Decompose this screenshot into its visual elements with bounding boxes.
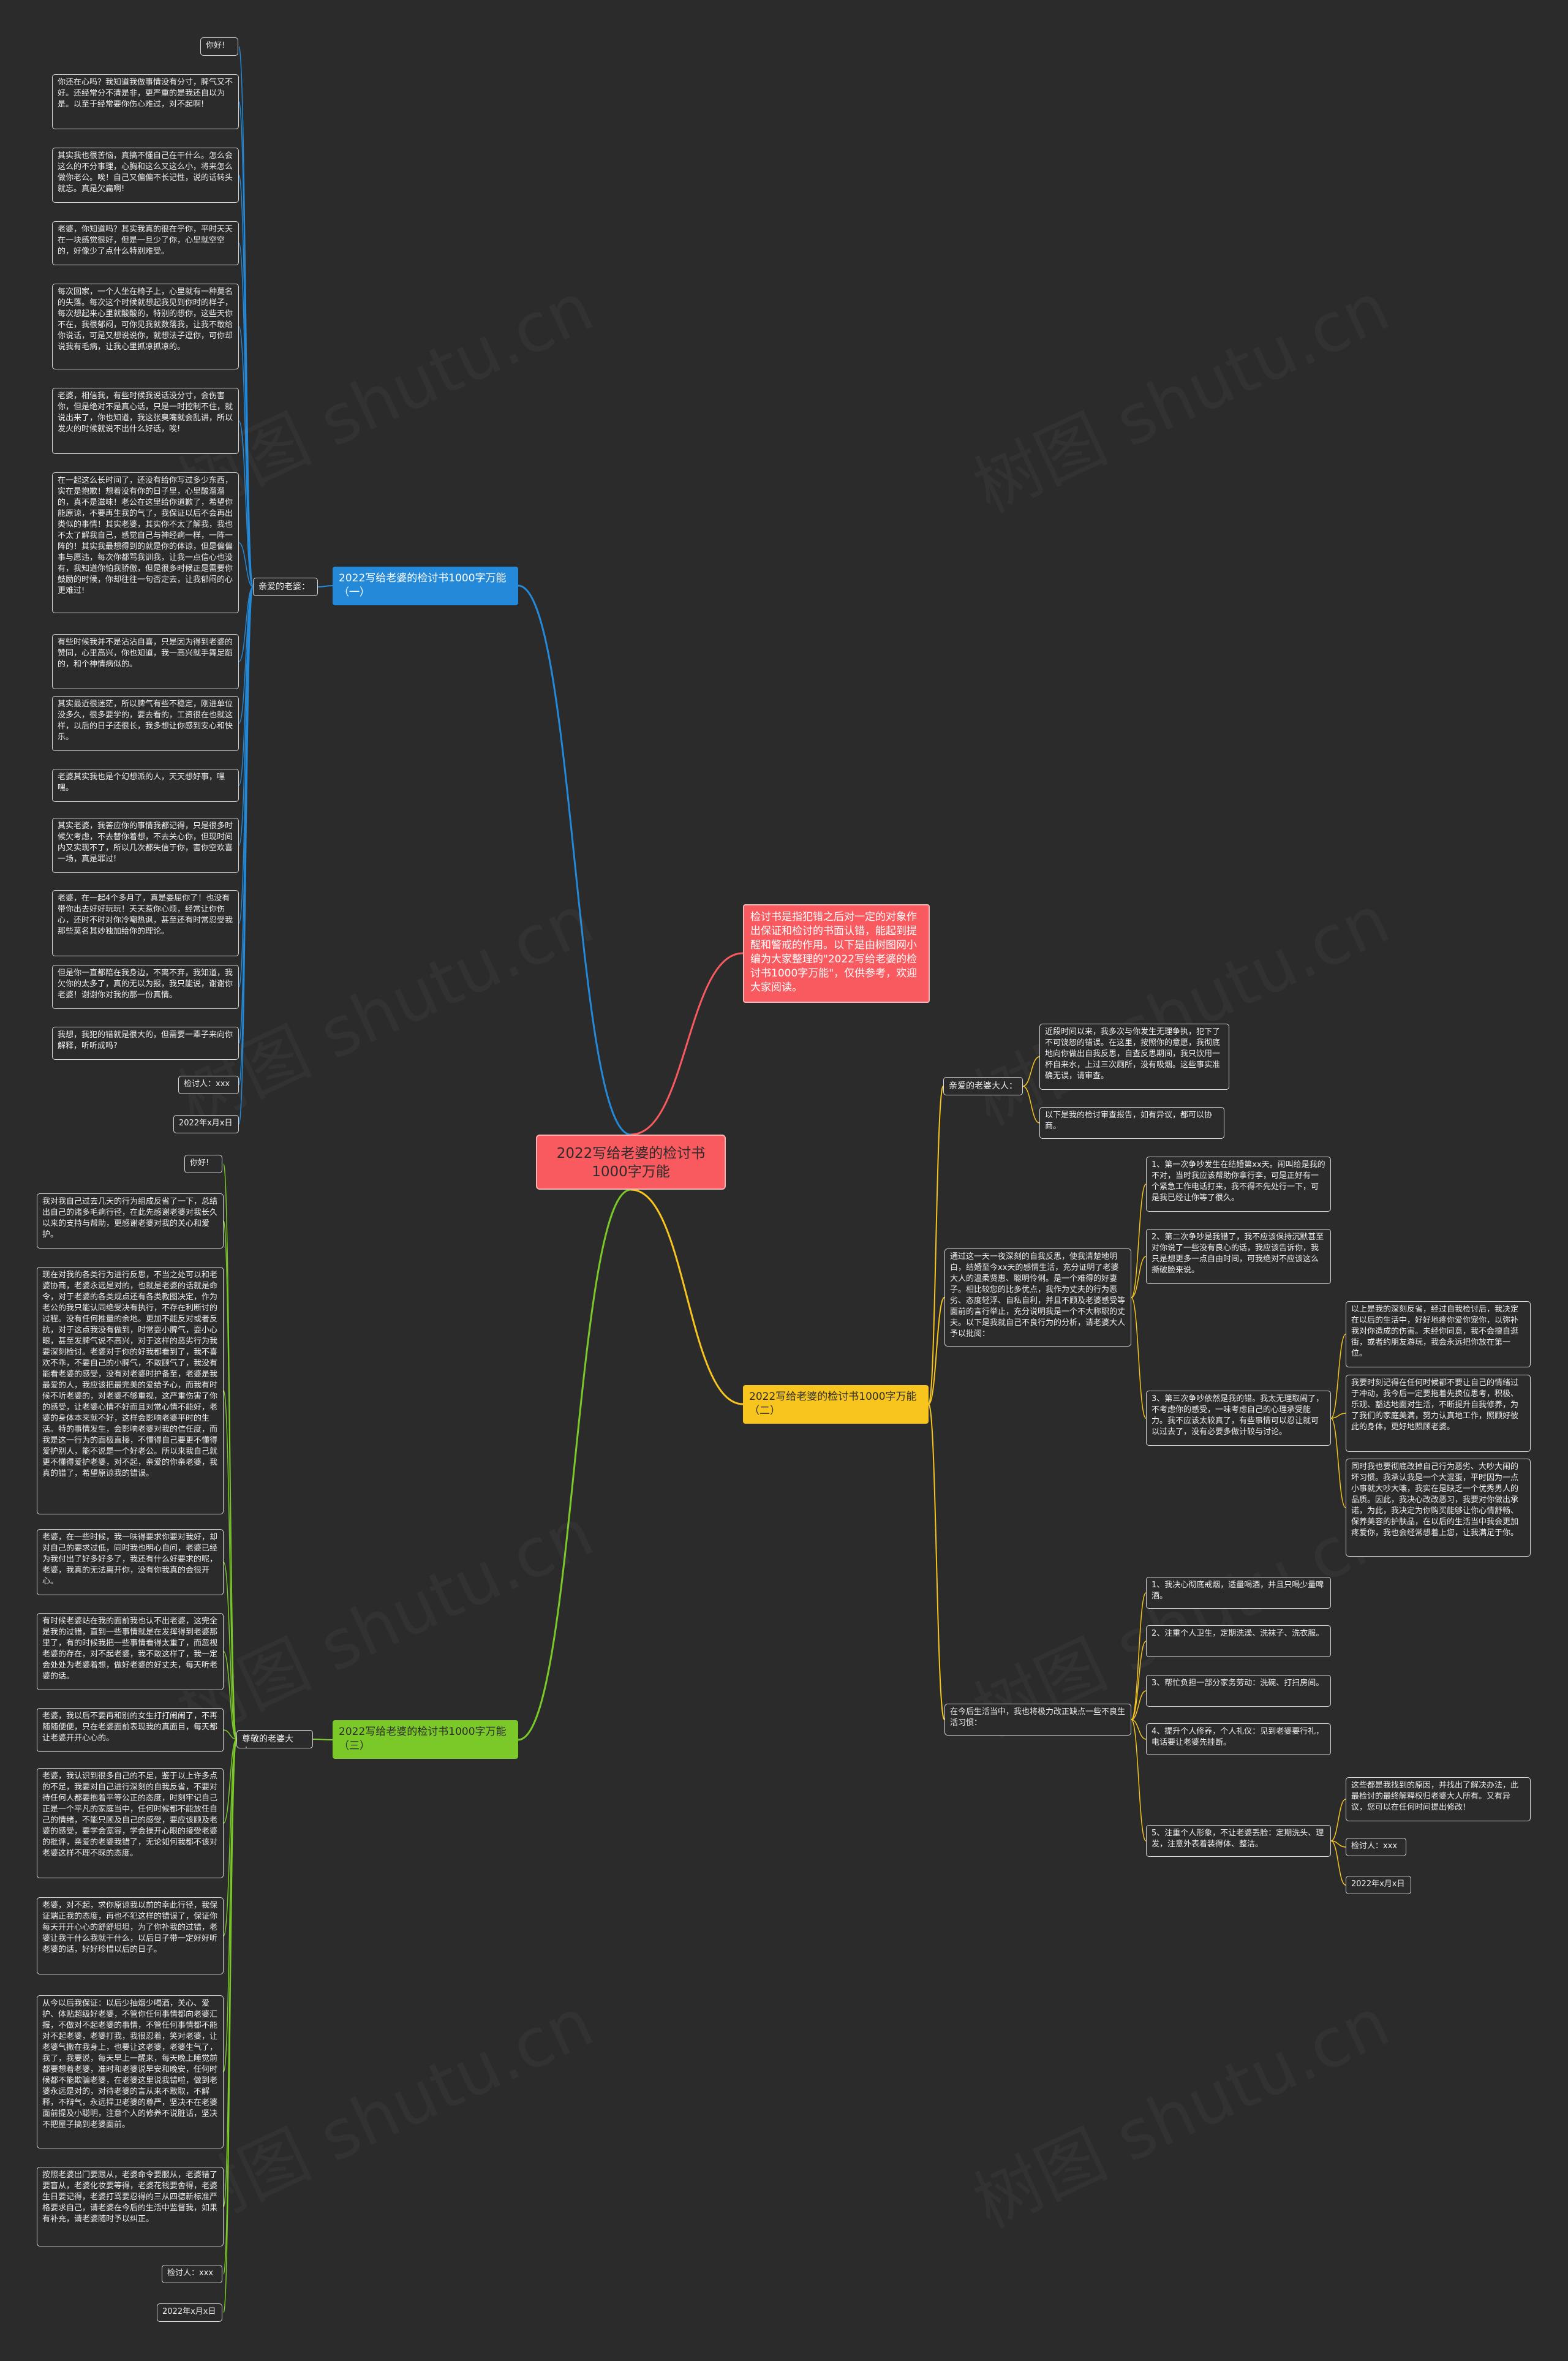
branch-3-topic[interactable]: 2022写给老婆的检讨书1000字万能（三） (333, 1720, 518, 1759)
branch-1-item[interactable]: 老婆，你知道吗？其实我真的很在乎你，平时天天在一块感觉很好，但是一旦少了你，心里… (52, 221, 239, 265)
connector (223, 1390, 237, 1740)
connector (1330, 1840, 1346, 1886)
connector (223, 1220, 237, 1740)
connector (238, 542, 254, 587)
connector (1330, 1334, 1346, 1419)
branch-2-closing[interactable]: 这些都是我找到的原因，并找出了解决办法，此最检讨的最终解释权归老婆大人所有。又有… (1346, 1777, 1531, 1821)
branch-3-item[interactable]: 我对我自己过去几天的行为组成反省了一下，总结出自己的诸多毛病行径，在此先感谢老婆… (37, 1193, 224, 1248)
branch-1-item[interactable]: 其实老婆，我答应你的事情我都记得，只是很多时候欠考虑，不去替你着想，不去关心你，… (52, 818, 239, 873)
branch-2-reflection-detail[interactable]: 同时我也要彻底改掉自己行为恶劣、大吵大闹的坏习惯。我承认我是一个大混蛋，平时因为… (1346, 1459, 1531, 1557)
connector (1330, 1413, 1346, 1419)
connector (1131, 1719, 1147, 1740)
branch-2-habit[interactable]: 4、提升个人修养，个人礼仪：见到老婆要行礼，电话要让老婆先挂断。 (1146, 1723, 1331, 1755)
branch-2-reflection-detail[interactable]: 以上是我的深刻反省，经过自我检讨后，我决定在以后的生活中，好好地疼你爱你宠你，以… (1346, 1301, 1531, 1367)
connector (1131, 1297, 1147, 1419)
branch-1-item[interactable]: 其实我也很苦恼，真搞不懂自己在干什么。怎么会这么的不分事理，心胸和这么又这么小，… (52, 148, 239, 203)
connector (223, 1739, 237, 1936)
branch-2-habit[interactable]: 1、我决心彻底戒烟，适量喝酒，并且只喝少量啤酒。 (1146, 1577, 1331, 1609)
branch-1-item[interactable]: 有些时候我并不是沾沾自喜，只是因为得到老婆的赞同，心里高兴，你也知道，我一高兴就… (52, 634, 239, 689)
connector (238, 326, 254, 587)
branch-2-topic[interactable]: 2022写给老婆的检讨书1000字万能（二） (743, 1385, 929, 1424)
branch-3-item[interactable]: 老婆，对不起，求你原谅我以前的幸此行径，我保证端正我的态度，再也不犯这样的错误了… (37, 1897, 224, 1974)
branch-2-item[interactable]: 近段时间以来，我多次与你发生无理争执，犯下了不可饶恕的错误。在这里，按照你的意愿… (1039, 1024, 1229, 1090)
branch-1-item[interactable]: 每次回家，一个人坐在椅子上，心里就有一种莫名的失落。每次这个时候就想起我见到你时… (52, 284, 239, 369)
branch-1-salutation[interactable]: 亲爱的老婆： (253, 578, 318, 596)
branch-3-date[interactable]: 2022年x月x日 (157, 2303, 222, 2322)
branch-1-item[interactable]: 老婆，相信我，有些时候我说话没分寸，会伤害你，但是绝对不是真心话，只是一时控制不… (52, 388, 239, 454)
connector (928, 1403, 945, 1720)
branch-1-item[interactable]: 在一起这么长时间了，还没有给你写过多少东西，实在是抱歉！想着没有你的日子里，心里… (52, 472, 239, 613)
branch-3-greeting[interactable]: 你好! (184, 1155, 222, 1173)
central-topic[interactable]: 2022写给老婆的检讨书1000字万能 (536, 1135, 726, 1190)
branch-3-item[interactable]: 老婆，我认识到很多自己的不足，鉴于以上许多点的不足，我要对自己进行深刻的自我反省… (37, 1768, 224, 1878)
connector (630, 952, 744, 1136)
connector (1330, 1418, 1346, 1508)
connector (238, 586, 254, 724)
branch-3-item[interactable]: 从今以后我保证：以后少抽烟少喝酒，关心、爱护、体贴超级好老婆，不管你任何事情都向… (37, 1995, 224, 2148)
connector (928, 1086, 944, 1405)
connector (928, 1297, 945, 1405)
connector (1131, 1184, 1147, 1298)
branch-1-item[interactable]: 你还在心吗？我知道我做事情没有分寸，脾气又不好。还经常分不清是非，更严重的是我还… (52, 74, 239, 129)
connector (238, 420, 254, 587)
branch-3-salutation[interactable]: 尊敬的老婆大人： (236, 1730, 313, 1748)
connector (1022, 1086, 1040, 1124)
branch-1-greeting[interactable]: 你好! (200, 37, 238, 56)
branch-1-item[interactable]: 我想，我犯的错就是很大的，但需要一辈子来向你解释，听听成吗? (52, 1027, 239, 1060)
connector (238, 586, 254, 662)
connector (1330, 1840, 1346, 1848)
branch-2-quarrel[interactable]: 2、第二次争吵是我错了，我不应该保持沉默甚至对你说了一些没有良心的话，我应该告诉… (1146, 1229, 1331, 1284)
connector (317, 585, 333, 587)
connector (1330, 1799, 1346, 1842)
branch-2-habit[interactable]: 5、注重个人形象，不让老婆丢脸：定期洗头、理发，注意外表着装得体、整洁。 (1146, 1825, 1331, 1857)
connector (223, 1729, 237, 1740)
connector (1131, 1719, 1147, 1842)
branch-2-reflection[interactable]: 通过这一天一夜深刻的自我反思，使我清楚地明白，结婚至今xx天的感情生活，充分证明… (944, 1248, 1131, 1347)
branch-3-item[interactable]: 老婆，在一些时候，我一味得要求你要对我好，却对自己的要求过低，同时我也明心自问，… (37, 1529, 224, 1595)
connector (238, 175, 254, 587)
connector (1131, 1592, 1147, 1720)
branch-2-quarrel[interactable]: 1、第一次争吵发生在结婚第xx天。闹叫给是我的不对，当时我应该帮助你拿行李，可是… (1146, 1157, 1331, 1212)
branch-2-quarrel[interactable]: 3、第三次争吵依然是我的错。我太无理取闹了，不考虑你的感受，一味考虑自己的心理承… (1146, 1391, 1331, 1446)
branch-3-item[interactable]: 有时候老婆站在我的面前我也认不出老婆，这完全是我的过错，直到一些事情就是在发挥得… (37, 1613, 224, 1690)
branch-1-item[interactable]: 老婆其实我也是个幻想派的人，天天想好事，嘿嘿。 (52, 769, 239, 802)
connector (1131, 1641, 1147, 1720)
branch-1-date[interactable]: 2022年x月x日 (173, 1115, 239, 1133)
connector (1022, 1056, 1040, 1087)
branch-1-signature[interactable]: 检讨人：xxx (178, 1076, 239, 1094)
connector (518, 1188, 631, 1741)
branch-3-item[interactable]: 按照老婆出门要跟从，老婆命令要服从，老婆错了要盲从，老婆化妆要等得，老婆花钱要舍… (37, 2167, 224, 2246)
branch-2-signature[interactable]: 检讨人：xxx (1346, 1838, 1406, 1856)
branch-2-habit[interactable]: 3、帮忙负担一部分家务劳动：洗碗、打扫房间。 (1146, 1675, 1331, 1707)
connector (223, 1739, 237, 2313)
branch-1-item[interactable]: 其实最近很迷茫，所以脾气有些不稳定，刚进单位没多久，很多要学的，要去看的，工资很… (52, 696, 239, 751)
branch-1-item[interactable]: 老婆，在一起4个多月了，真是委屈你了！也没有带你出去好好玩玩！天天惹你心烦，经常… (52, 890, 239, 956)
connector (1131, 1256, 1147, 1298)
intro-topic[interactable]: 检讨书是指犯错之后对一定的对象作出保证和检讨的书面认错，能起到提醒和警戒的作用。… (743, 904, 930, 1003)
branch-2-item[interactable]: 以下是我的检讨审查报告，如有异议，都可以协商。 (1039, 1107, 1224, 1139)
connector (238, 586, 254, 1125)
branch-3-item[interactable]: 现在对我的各类行为进行反思，不当之处可以和老婆协商，老婆永远是对的，也就是老婆的… (37, 1267, 224, 1514)
branch-2-reflection-detail[interactable]: 我要时刻记得在任何时候都不要让自己的情绪过于冲动，我今后一定要拖着先换位思考，积… (1346, 1375, 1531, 1452)
connector (1131, 1690, 1147, 1720)
connector (223, 1739, 237, 1824)
branch-2-salutation[interactable]: 亲爱的老婆大人： (943, 1077, 1023, 1095)
branch-3-item[interactable]: 老婆，我以后不要再和别的女生打打闹闹了，不再随随便便，只在老婆面前表现我的真面目… (37, 1708, 224, 1752)
branch-2-habit[interactable]: 2、注重个人卫生，定期洗澡、洗袜子、洗衣服。 (1146, 1625, 1331, 1657)
connector (223, 1562, 237, 1740)
connector (630, 1188, 744, 1405)
connector (312, 1739, 333, 1740)
branch-3-signature[interactable]: 检讨人：xxx (162, 2265, 222, 2283)
branch-2-habits[interactable]: 在今后生活当中，我也将极力改正缺点一些不良生活习惯： (944, 1704, 1131, 1736)
connector (518, 584, 631, 1136)
connector (223, 1651, 237, 1740)
branch-2-date[interactable]: 2022年x月x日 (1346, 1876, 1411, 1894)
branch-1-item[interactable]: 但是你一直都陪在我身边，不离不弃，我知道，我欠你的太多了，真的无以为报，我只能说… (52, 965, 239, 1009)
branch-1-topic[interactable]: 2022写给老婆的检讨书1000字万能（一） (333, 567, 518, 605)
